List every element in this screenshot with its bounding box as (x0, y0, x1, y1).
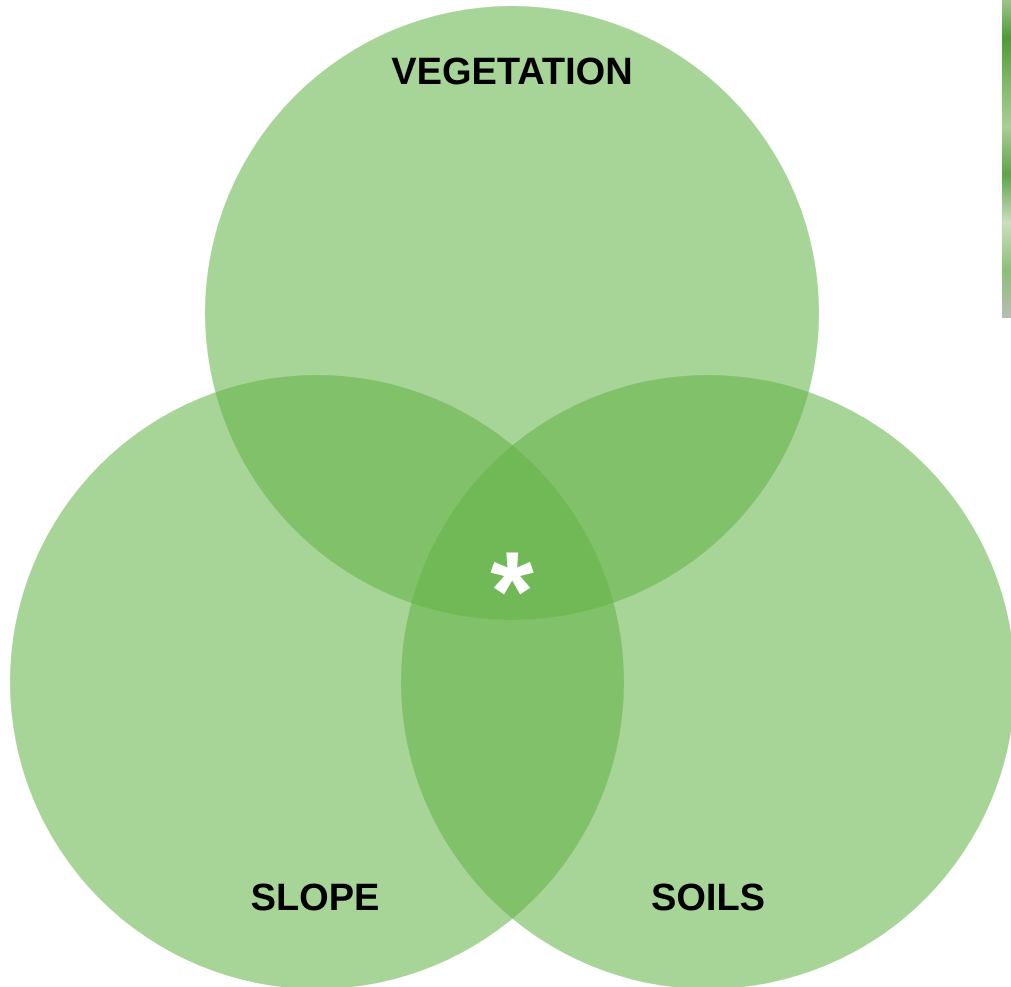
cropped-photo-thumbnail (1002, 0, 1011, 318)
soils-label: SOILS (651, 877, 765, 919)
intersection-asterisk: * (490, 529, 534, 654)
soils-circle (401, 375, 1011, 987)
vegetation-label: VEGETATION (391, 51, 632, 93)
slope-label: SLOPE (251, 877, 380, 919)
